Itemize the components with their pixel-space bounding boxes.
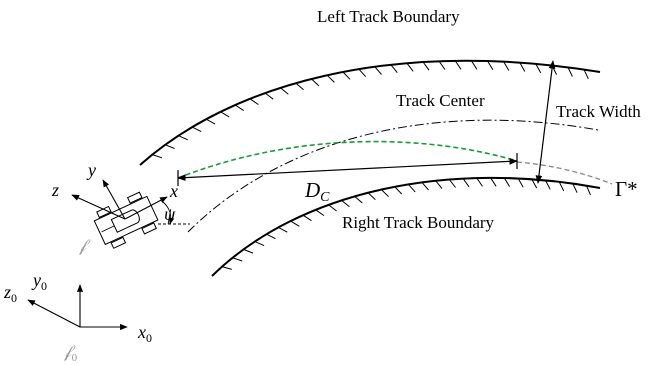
hatch-mark — [311, 78, 320, 87]
hatch-mark — [454, 60, 462, 70]
hatch-mark — [367, 192, 376, 200]
hatch-mark — [152, 154, 163, 159]
vehicle-frame-axes — [71, 179, 168, 220]
hatch-mark — [422, 61, 430, 71]
hatch-mark — [341, 200, 350, 208]
hatch-mark — [295, 82, 304, 91]
hatch-mark — [381, 189, 389, 198]
yaw-angle-marker — [158, 201, 190, 225]
hatch-mark — [302, 214, 312, 222]
hatch-mark — [264, 92, 274, 100]
hatch-mark — [471, 60, 478, 70]
hatch-mark — [390, 64, 398, 74]
hatch-mark — [545, 180, 551, 190]
hatch-mark — [374, 66, 382, 75]
y0-axis-label: y0 — [31, 270, 47, 293]
hatch-mark — [408, 184, 416, 193]
y-axis-label: y — [86, 160, 96, 180]
left-boundary-label: Left Track Boundary — [317, 7, 460, 26]
dc-distance-line — [177, 153, 518, 186]
z0-axis-label: z0 — [3, 282, 17, 305]
hatch-mark — [266, 233, 276, 240]
track-width-label: Track Width — [556, 102, 641, 121]
hatch-mark — [354, 196, 363, 204]
inertial-frame-label: 𝒻0 — [64, 342, 78, 364]
hatch-mark — [358, 68, 367, 78]
hatch-mark — [290, 220, 300, 227]
vehicle — [93, 191, 159, 249]
hatch-mark — [567, 67, 573, 77]
hatch-mark — [519, 62, 526, 72]
hatch-mark — [342, 71, 351, 80]
hatch-mark — [448, 179, 456, 188]
vehicle-frame-label: 𝒻 — [79, 236, 91, 255]
hatch-mark — [421, 182, 429, 191]
hatch-mark — [583, 69, 589, 80]
hatch-mark — [232, 257, 243, 262]
hatch-mark — [243, 248, 254, 254]
planned-trajectory — [177, 140, 518, 179]
hatch-mark — [490, 177, 497, 187]
hatch-mark — [178, 135, 188, 141]
dc-label: DC — [304, 178, 330, 205]
hatch-mark — [558, 181, 565, 192]
hatch-mark — [280, 87, 289, 95]
gamma-star-label: Γ* — [615, 177, 638, 201]
hatch-mark — [406, 62, 414, 72]
hatch-mark — [438, 61, 446, 70]
hatch-mark — [394, 186, 403, 195]
hatch-mark — [572, 183, 578, 193]
hatch-mark — [585, 185, 591, 196]
hatch-mark — [326, 74, 335, 83]
hatch-mark — [254, 241, 265, 247]
hatch-mark — [165, 144, 175, 149]
hatch-mark — [278, 226, 288, 233]
hatch-mark — [315, 209, 325, 217]
z-axis-label: z — [51, 180, 59, 200]
psi-label: ψ — [164, 204, 176, 224]
left-track-boundary — [139, 59, 601, 166]
hatch-mark — [234, 104, 244, 112]
hatch-mark — [535, 63, 542, 74]
hatch-mark — [205, 118, 216, 125]
hatch-mark — [487, 60, 494, 71]
x-axis-label: x — [169, 181, 178, 201]
hatch-mark — [531, 178, 538, 189]
hatch-mark — [221, 266, 232, 270]
track-width-arrow — [535, 60, 556, 184]
inertial-frame-axes — [27, 284, 128, 331]
hatch-mark — [517, 178, 524, 188]
x0-axis-label: x0 — [137, 322, 152, 345]
track-center-label: Track Center — [396, 91, 485, 110]
hatch-mark — [462, 178, 470, 188]
hatch-mark — [220, 111, 230, 118]
reference-path — [516, 161, 613, 185]
right-boundary-label: Right Track Boundary — [342, 213, 495, 232]
hatch-mark — [249, 98, 259, 106]
hatch-mark — [476, 177, 483, 187]
hatch-mark — [503, 61, 510, 71]
hatch-mark — [328, 204, 337, 212]
hatch-mark — [435, 180, 443, 189]
track-center-line — [187, 119, 599, 233]
hatch-mark — [191, 126, 202, 133]
hatch-mark — [503, 177, 511, 187]
